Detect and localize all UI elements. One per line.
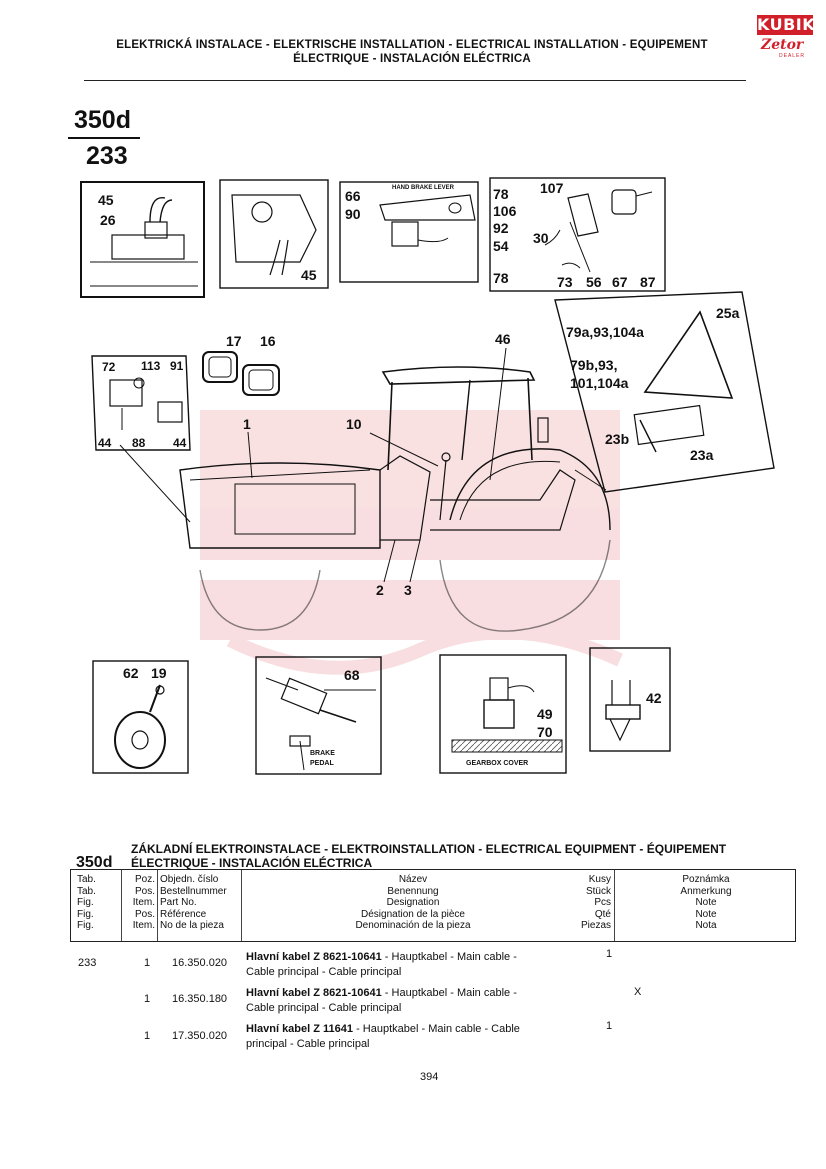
row-quantity: 1 bbox=[606, 948, 613, 960]
col-divider bbox=[241, 870, 242, 941]
row-tab: 233 bbox=[78, 957, 97, 969]
row-part-number: 16.350.180 bbox=[172, 993, 228, 1005]
row-pos: 1 bbox=[144, 1030, 151, 1042]
model-rule bbox=[68, 137, 140, 139]
watermark bbox=[200, 410, 623, 675]
callout-23b: 23b bbox=[605, 431, 629, 447]
callout-1: 1 bbox=[243, 416, 251, 432]
callout-79b: 79b,93, bbox=[570, 357, 617, 373]
callout-78: 78 bbox=[493, 186, 509, 202]
callout-45: 45 bbox=[98, 192, 114, 208]
pedal-label: PEDAL bbox=[310, 760, 334, 767]
detail-hand-brake bbox=[339, 181, 479, 283]
col-pos: Poz.Pos. Item.Pos. Item. bbox=[132, 874, 155, 931]
callout-91: 91 bbox=[170, 359, 184, 373]
page-header-title: ELEKTRICKÁ INSTALACE - ELEKTRISCHE INSTA… bbox=[92, 38, 732, 66]
callout-92: 92 bbox=[493, 220, 509, 236]
callout-44: 44 bbox=[98, 436, 112, 450]
row-pos: 1 bbox=[144, 993, 151, 1005]
callout-88: 88 bbox=[132, 436, 146, 450]
headlamps bbox=[202, 351, 280, 396]
detail-horn bbox=[92, 660, 189, 774]
callout-72: 72 bbox=[102, 360, 116, 374]
col-tab: Tab.Tab. Fig.Fig. Fig. bbox=[77, 874, 96, 931]
callout-46: 46 bbox=[495, 331, 511, 347]
detail-lamp-housing bbox=[219, 179, 329, 289]
callout-66: 66 bbox=[345, 188, 361, 204]
page-number: 394 bbox=[420, 1071, 439, 1083]
model-number: 350d bbox=[74, 106, 131, 134]
callout-101: 101,104a bbox=[570, 375, 629, 391]
detail-fuse-box bbox=[80, 181, 205, 298]
col-divider bbox=[614, 870, 615, 941]
callout-67: 67 bbox=[612, 274, 628, 290]
callout-62: 62 bbox=[123, 665, 139, 681]
callout-54: 54 bbox=[493, 238, 509, 254]
gearbox-cover-label: GEARBOX COVER bbox=[466, 760, 528, 767]
callout-17: 17 bbox=[226, 333, 242, 349]
section-model: 350d bbox=[76, 854, 113, 871]
row-part-number: 17.350.020 bbox=[172, 1030, 228, 1042]
electrical-installation-drawing: 45 26 45 HAND BRAKE LEVER 66 90 78 107 1… bbox=[80, 177, 775, 775]
detail-brake-switch bbox=[255, 656, 382, 775]
brake-label: BRAKE bbox=[310, 750, 335, 757]
callout-73: 73 bbox=[557, 274, 573, 290]
row-pos: 1 bbox=[144, 957, 151, 969]
callout-113: 113 bbox=[141, 359, 161, 373]
parts-table-header: Tab.Tab. Fig.Fig. Fig. Poz.Pos. Item.Pos… bbox=[70, 869, 796, 942]
tractor-outline bbox=[179, 347, 611, 632]
callout-106: 106 bbox=[493, 203, 517, 219]
callout-45b: 45 bbox=[301, 267, 317, 283]
row-part-number: 16.350.020 bbox=[172, 957, 228, 969]
plate-number: 233 bbox=[86, 142, 128, 170]
detail-gearbox-switch bbox=[439, 654, 567, 774]
detail-sensor bbox=[589, 647, 671, 752]
callout-87: 87 bbox=[640, 274, 656, 290]
callout-16: 16 bbox=[260, 333, 276, 349]
callout-49: 49 bbox=[537, 706, 553, 722]
hand-brake-lever-label: HAND BRAKE LEVER bbox=[392, 185, 455, 191]
detail-switch-assembly bbox=[489, 177, 666, 292]
section-title: ZÁKLADNÍ ELEKTROINSTALACE - ELEKTROINSTA… bbox=[131, 842, 771, 870]
callout-70: 70 bbox=[537, 724, 553, 740]
callout-42: 42 bbox=[646, 690, 662, 706]
callout-2: 2 bbox=[376, 582, 384, 598]
callout-107: 107 bbox=[540, 180, 564, 196]
section-title-line1: ZÁKLADNÍ ELEKTROINSTALACE - ELEKTROINSTA… bbox=[131, 842, 727, 856]
callout-78b: 78 bbox=[493, 270, 509, 286]
callout-56: 56 bbox=[586, 274, 602, 290]
callout-90: 90 bbox=[345, 206, 361, 222]
callout-44b: 44 bbox=[173, 436, 187, 450]
callout-23a: 23a bbox=[690, 447, 714, 463]
callout-25a: 25a bbox=[716, 305, 740, 321]
logo-dealer: DEALER bbox=[779, 53, 806, 59]
header-title-line1: ELEKTRICKÁ INSTALACE - ELEKTRISCHE INSTA… bbox=[116, 39, 708, 51]
callout-30: 30 bbox=[533, 230, 549, 246]
header-rule bbox=[84, 80, 746, 81]
row-quantity: 1 bbox=[606, 1020, 613, 1032]
callout-79a: 79a,93,104a bbox=[566, 324, 644, 340]
callout-3: 3 bbox=[404, 582, 412, 598]
callout-10: 10 bbox=[346, 416, 362, 432]
row-designation: Hlavní kabel Z 8621-10641 - Hauptkabel -… bbox=[246, 951, 517, 978]
detail-rear-lamps bbox=[91, 355, 191, 523]
col-divider bbox=[157, 870, 158, 941]
callout-19: 19 bbox=[151, 665, 167, 681]
dealer-logo: KUBIK Zetor DEALER bbox=[757, 15, 816, 61]
row-designation: Hlavní kabel Z 11641 - Hauptkabel - Main… bbox=[246, 1023, 520, 1050]
header-title-line2: ÉLECTRIQUE - INSTALACIÓN ELÉCTRICA bbox=[293, 53, 531, 65]
row-note: X bbox=[634, 986, 642, 998]
section-title-line2: ÉLECTRIQUE - INSTALACIÓN ELÉCTRICA bbox=[131, 856, 373, 870]
callout-26: 26 bbox=[100, 212, 116, 228]
row-designation: Hlavní kabel Z 8621-10641 - Hauptkabel -… bbox=[246, 987, 517, 1014]
col-divider bbox=[121, 870, 122, 941]
callout-68: 68 bbox=[344, 667, 360, 683]
logo-zetor: Zetor bbox=[761, 37, 804, 53]
logo-kubik: KUBIK bbox=[757, 15, 816, 35]
